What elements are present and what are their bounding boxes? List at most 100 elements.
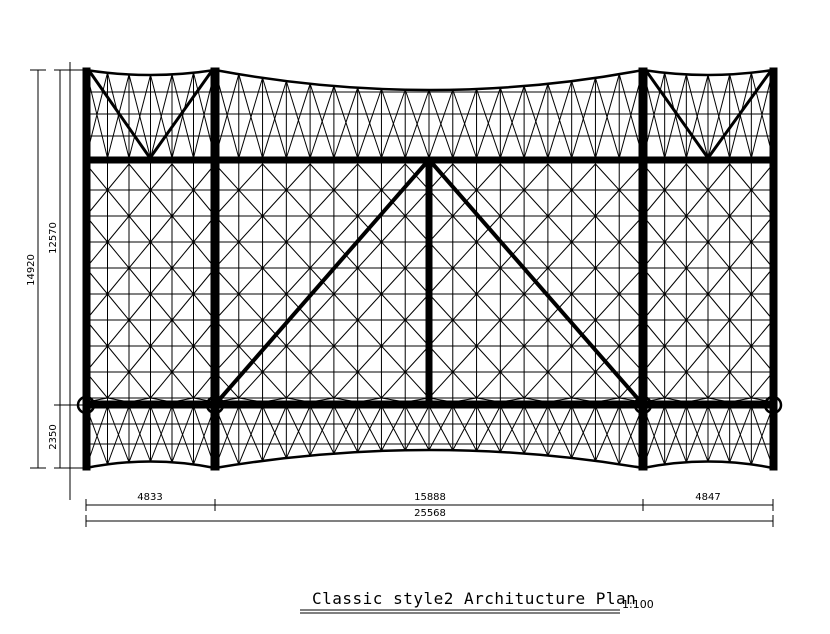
brace-left xyxy=(217,161,428,402)
mesh-diagonal xyxy=(428,89,454,159)
mesh-diagonal xyxy=(595,345,620,373)
mesh-diagonal xyxy=(571,405,596,462)
mesh-diagonal xyxy=(428,215,454,243)
mesh-diagonal xyxy=(171,189,194,217)
mesh-diagonal xyxy=(238,345,263,373)
mesh-diagonal xyxy=(262,267,287,295)
mesh-diagonal xyxy=(333,405,359,454)
mesh-diagonal xyxy=(664,189,687,217)
mesh-diagonal xyxy=(750,163,774,191)
mesh-diagonal xyxy=(128,345,151,373)
mesh-diagonal xyxy=(380,89,406,159)
mesh-diagonal xyxy=(357,293,382,321)
mesh-diagonal xyxy=(171,163,194,191)
mesh-diagonal xyxy=(107,345,130,373)
mesh-diagonal xyxy=(729,405,752,463)
mesh-diagonal xyxy=(547,189,573,217)
mesh-diagonal xyxy=(357,241,382,269)
mesh-diagonal xyxy=(707,74,731,159)
mesh-diagonal xyxy=(150,267,173,295)
mesh-diagonal xyxy=(476,371,501,399)
mesh-diagonal xyxy=(333,319,359,347)
mesh-diagonal xyxy=(750,189,774,217)
mesh-diagonal xyxy=(357,267,382,295)
mesh-diagonal xyxy=(547,405,573,459)
mesh-diagonal xyxy=(107,241,130,269)
mesh-diagonal xyxy=(476,293,501,321)
mesh-diagonal xyxy=(404,241,430,269)
mesh-diagonal xyxy=(357,189,382,217)
mesh-diagonal xyxy=(262,345,287,373)
mesh-diagonal xyxy=(664,241,687,269)
mesh-diagonal xyxy=(685,319,709,347)
mesh-diagonal xyxy=(428,293,454,321)
mesh-diagonal xyxy=(404,89,430,159)
mesh-diagonal xyxy=(499,345,525,373)
mesh-diagonal xyxy=(128,319,151,347)
mesh-diagonal xyxy=(664,215,687,243)
mesh-diagonal xyxy=(685,345,709,373)
mesh-diagonal xyxy=(594,77,620,159)
mesh-diagonal xyxy=(428,267,454,295)
top-edge-cable xyxy=(85,68,774,92)
mesh-diagonal xyxy=(107,267,130,295)
mesh-diagonal xyxy=(476,87,501,159)
mesh-diagonal xyxy=(547,163,573,191)
joint-node-3 xyxy=(633,395,653,415)
ridge-column xyxy=(425,159,433,407)
mesh-diagonal xyxy=(452,163,477,191)
mesh-diagonal xyxy=(750,345,774,373)
mesh-diagonal xyxy=(128,163,151,191)
mesh-diagonal xyxy=(499,85,525,159)
mesh-diagonal xyxy=(750,405,774,465)
mesh-diagonal xyxy=(107,189,130,217)
mesh-diagonal xyxy=(333,163,359,191)
mesh-diagonal xyxy=(523,241,549,269)
mesh-diagonal xyxy=(707,319,731,347)
mesh-diagonal xyxy=(571,293,596,321)
mesh-diagonal xyxy=(428,405,454,451)
mesh-diagonal xyxy=(664,405,687,465)
brace-right xyxy=(430,161,641,402)
lower-beam xyxy=(85,400,775,409)
mesh-diagonal xyxy=(499,215,525,243)
dim-label-lower-height: 2350 xyxy=(48,424,59,449)
mesh-diagonal xyxy=(571,241,596,269)
mesh-diagonal xyxy=(238,405,264,462)
mesh-diagonal xyxy=(262,163,287,191)
mesh-diagonal xyxy=(499,267,525,295)
mesh-diagonal xyxy=(750,293,774,321)
mesh-diagonal xyxy=(523,293,549,321)
mesh-diagonal xyxy=(128,74,151,159)
mesh-diagonal xyxy=(685,163,709,191)
mesh-diagonal xyxy=(547,215,573,243)
mesh-diagonal xyxy=(404,163,430,191)
mesh-diagonal xyxy=(499,405,525,453)
dimension-lines xyxy=(30,62,774,527)
mesh-diagonal xyxy=(523,371,549,399)
v-brace-left-bay xyxy=(88,71,213,161)
mesh-diagonal xyxy=(357,345,382,373)
mesh-diagonal xyxy=(404,405,430,451)
mesh-diagonal xyxy=(523,83,549,159)
mesh-diagonal xyxy=(107,371,130,399)
mesh-diagonal xyxy=(381,215,406,243)
mesh-diagonal xyxy=(452,88,478,159)
mesh-diagonal xyxy=(571,405,596,459)
mesh-diagonal xyxy=(309,345,335,373)
mesh-diagonal xyxy=(685,293,709,321)
mesh-diagonal xyxy=(729,267,752,295)
mesh-diagonal xyxy=(171,215,194,243)
mesh-diagonal xyxy=(729,293,752,321)
joint-node-2 xyxy=(205,395,225,415)
mesh-diagonal xyxy=(309,189,335,217)
mesh-diagonal xyxy=(664,319,687,347)
mesh-diagonal xyxy=(404,371,430,399)
mesh-diagonal xyxy=(128,267,151,295)
mesh-diagonal xyxy=(285,215,311,243)
mesh-diagonal xyxy=(428,163,454,191)
mesh-diagonal xyxy=(595,267,620,295)
mesh-diagonal xyxy=(595,371,620,399)
mesh-diagonal xyxy=(357,88,382,159)
mesh-diagonal xyxy=(285,83,311,159)
